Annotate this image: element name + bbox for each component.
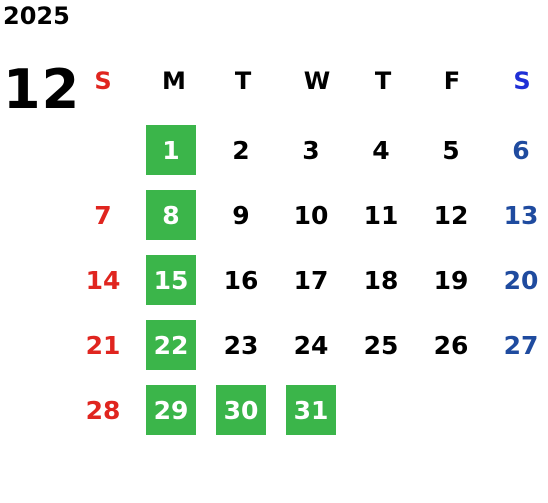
- day-cell-31: 31: [286, 385, 336, 435]
- day-cell-15: 15: [146, 255, 196, 305]
- day-cell-10: 10: [293, 200, 329, 230]
- day-cell-14: 14: [85, 265, 121, 295]
- day-cell-18: 18: [363, 265, 399, 295]
- day-cell-28: 28: [85, 395, 121, 425]
- day-cell-19: 19: [433, 265, 469, 295]
- day-cell-26: 26: [433, 330, 469, 360]
- day-cell-4: 4: [372, 135, 390, 165]
- day-cell-9: 9: [232, 200, 250, 230]
- day-cell-12: 12: [433, 200, 469, 230]
- weekday-header-friday: F: [443, 67, 461, 95]
- day-cell-17: 17: [293, 265, 329, 295]
- day-cell-21: 21: [85, 330, 121, 360]
- weekday-header-sunday: S: [94, 67, 112, 95]
- day-cell-27: 27: [503, 330, 539, 360]
- weekday-header-wednesday: W: [303, 67, 331, 95]
- month-number: 12: [3, 58, 81, 121]
- day-cell-25: 25: [363, 330, 399, 360]
- day-cell-5: 5: [442, 135, 460, 165]
- day-cell-30: 30: [216, 385, 266, 435]
- weekday-header-saturday: S: [513, 67, 531, 95]
- year-label: 2025: [3, 2, 70, 30]
- day-cell-8: 8: [146, 190, 196, 240]
- day-cell-16: 16: [223, 265, 259, 295]
- weekday-header-thursday: T: [374, 67, 392, 95]
- day-cell-20: 20: [503, 265, 539, 295]
- day-cell-7: 7: [94, 200, 112, 230]
- day-cell-11: 11: [363, 200, 399, 230]
- day-cell-22: 22: [146, 320, 196, 370]
- weekday-header-monday: M: [162, 67, 186, 95]
- day-cell-2: 2: [232, 135, 250, 165]
- day-cell-1: 1: [146, 125, 196, 175]
- day-cell-23: 23: [223, 330, 259, 360]
- day-cell-29: 29: [146, 385, 196, 435]
- day-cell-24: 24: [293, 330, 329, 360]
- day-cell-13: 13: [503, 200, 539, 230]
- day-cell-6: 6: [512, 135, 530, 165]
- weekday-header-tuesday: T: [234, 67, 252, 95]
- day-cell-3: 3: [302, 135, 320, 165]
